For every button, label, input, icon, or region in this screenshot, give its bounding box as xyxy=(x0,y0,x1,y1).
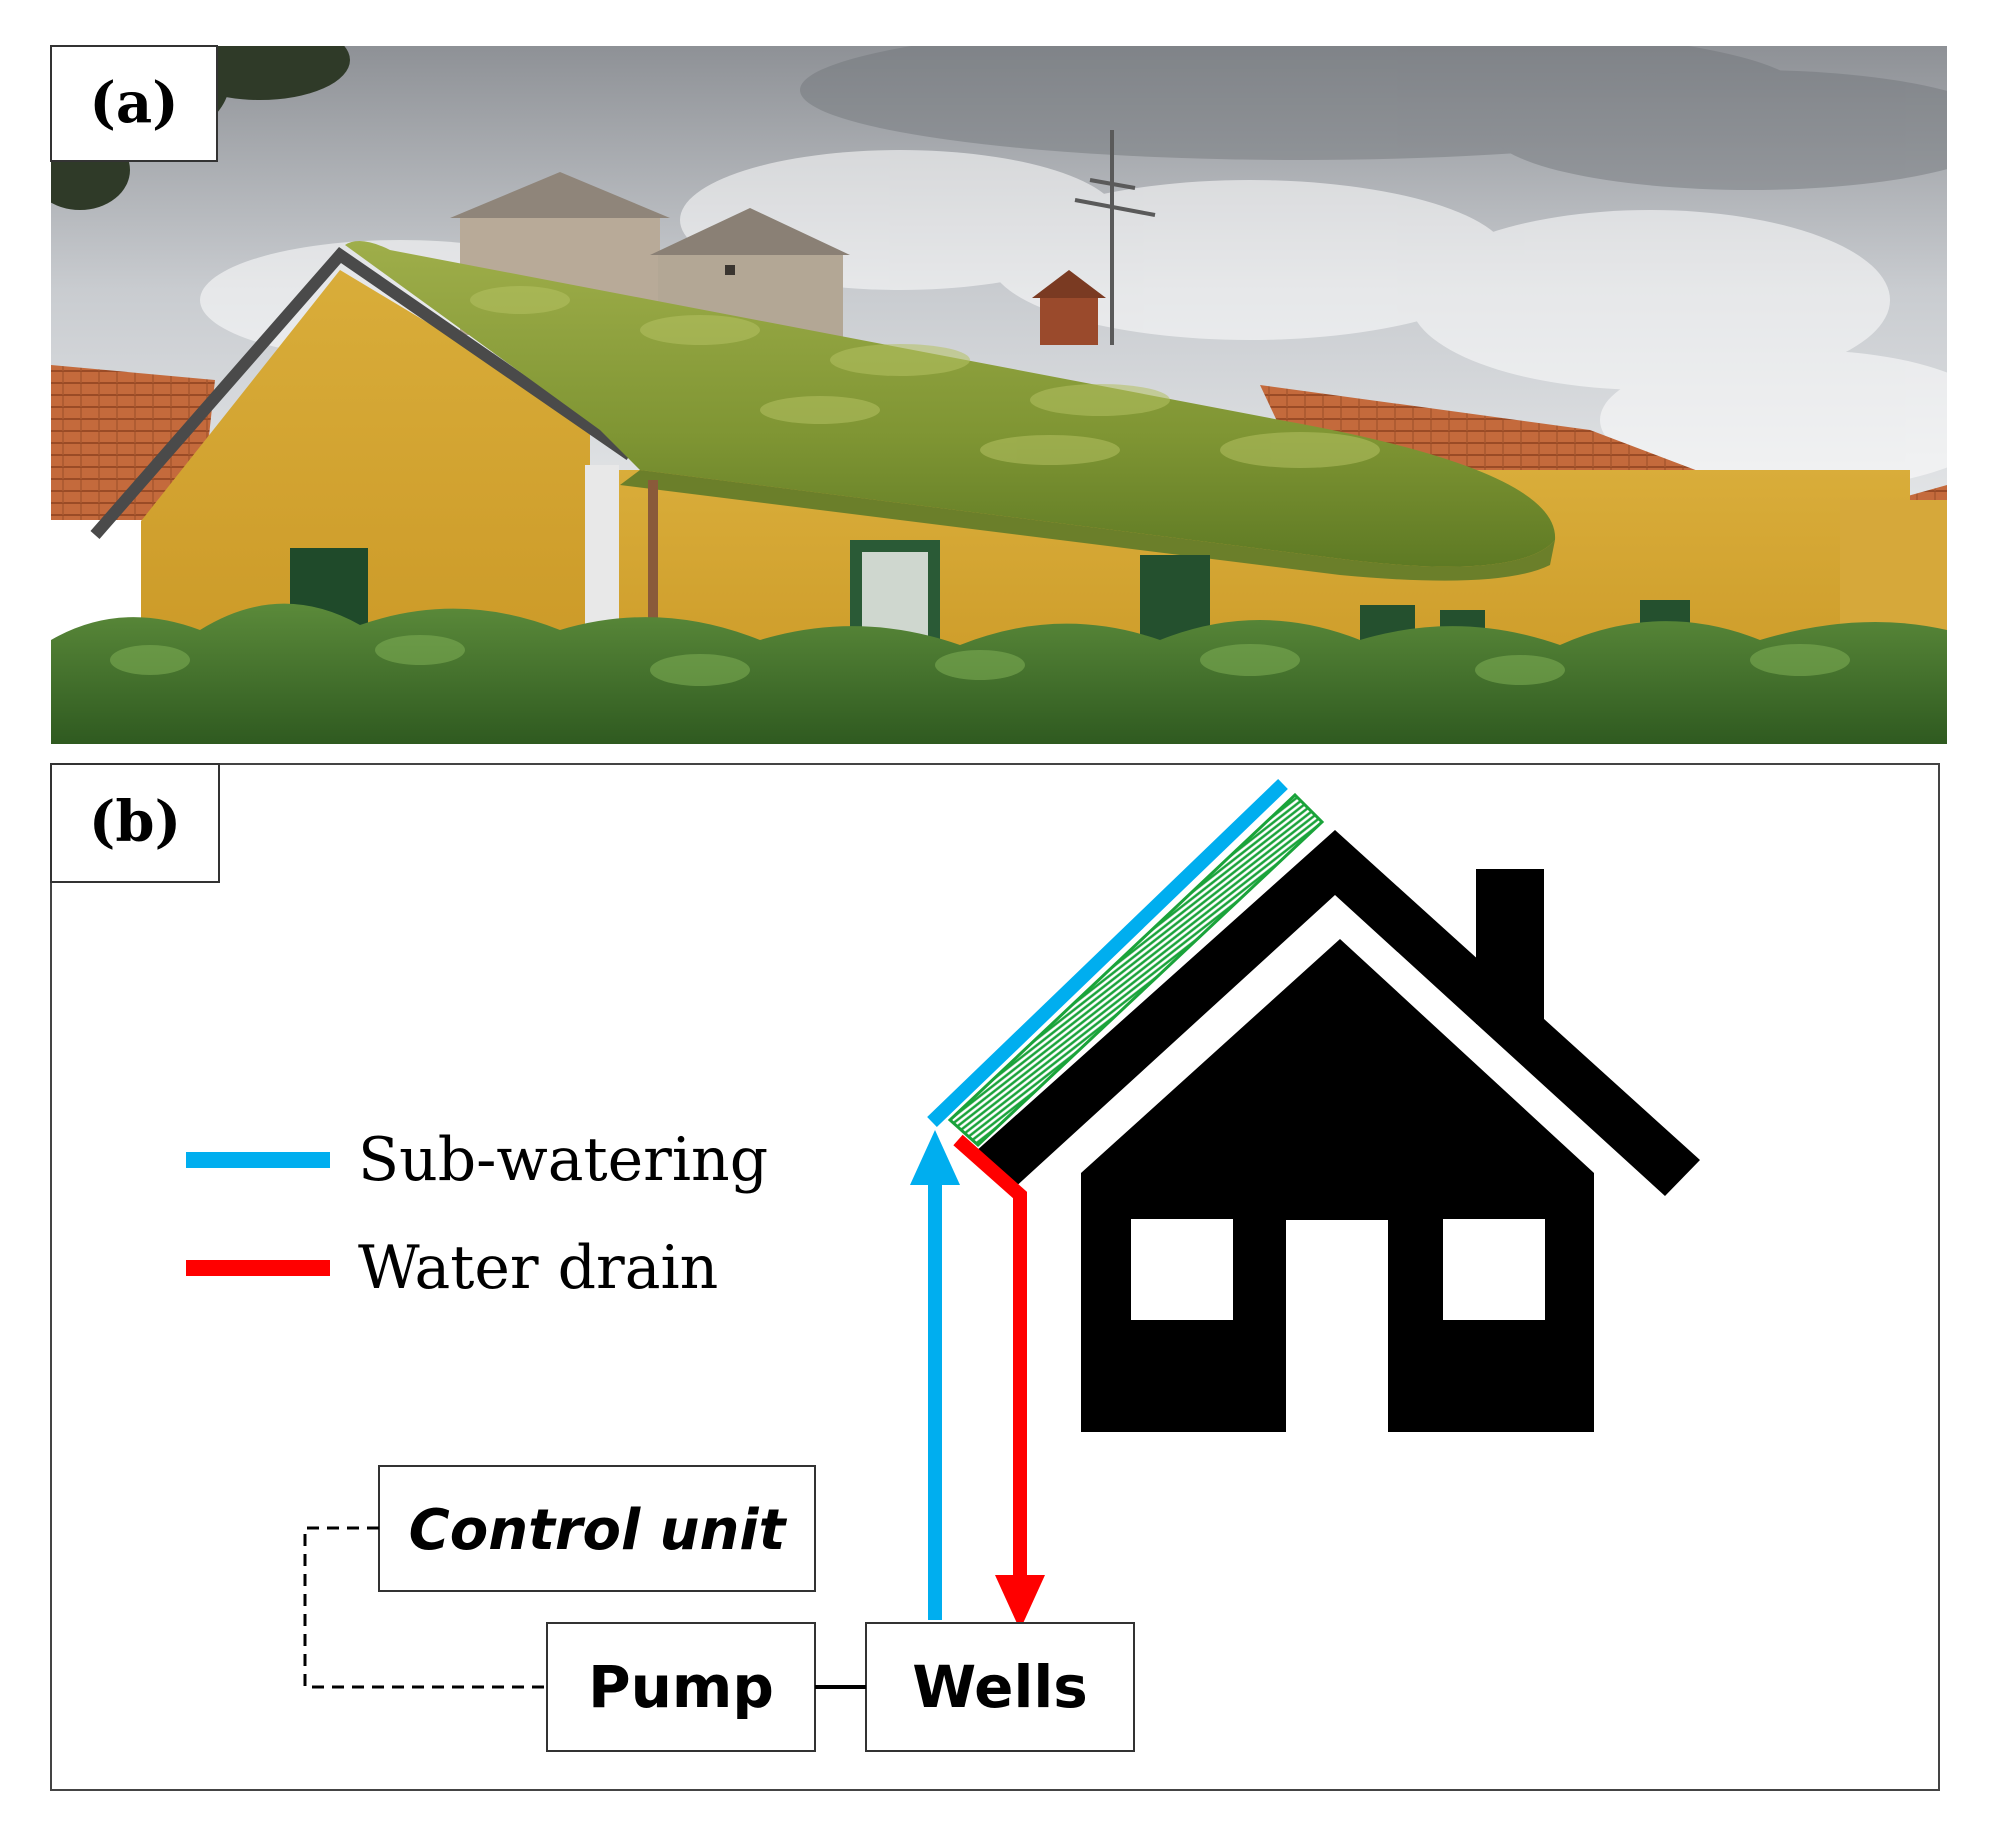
panel-a-photo xyxy=(51,46,1947,744)
grass-tufts xyxy=(470,286,1380,468)
pump-label: Pump xyxy=(588,1653,774,1721)
water-drain-line xyxy=(953,1134,1045,1630)
wells-label: Wells xyxy=(912,1653,1088,1721)
sub-watering-arrowhead xyxy=(910,1130,960,1185)
house-icon xyxy=(947,792,1700,1432)
wells-box: Wells xyxy=(865,1622,1135,1752)
legend-label-sub-watering: Sub-watering xyxy=(358,1125,768,1195)
panel-b-frame xyxy=(50,763,1940,1791)
control-unit-box: Control unit xyxy=(378,1465,816,1592)
house-roof xyxy=(975,830,1700,1196)
sub-watering-line xyxy=(910,778,1288,1620)
control-unit-label: Control unit xyxy=(409,1498,788,1563)
green-roof-layer xyxy=(947,792,1325,1148)
green-roof xyxy=(345,241,1556,567)
water-drain-pipe xyxy=(953,1134,1027,1580)
pump-box: Pump xyxy=(546,1622,816,1752)
hedge-highlights xyxy=(110,635,1850,686)
sub-watering-roof-line xyxy=(927,778,1288,1128)
green-roof-edge xyxy=(620,470,1555,581)
gable-edge xyxy=(90,247,634,539)
antenna xyxy=(1074,130,1156,345)
dark-clouds xyxy=(800,46,1947,190)
legend-label-water-drain: Water drain xyxy=(358,1233,718,1303)
panel-b-label: (b) xyxy=(89,789,181,855)
panel-a-label: (a) xyxy=(89,70,178,136)
legend: Sub-watering Water drain xyxy=(186,1125,768,1303)
water-drain-arrowhead xyxy=(995,1575,1045,1630)
house-body xyxy=(1081,939,1594,1432)
brown-downpipe xyxy=(648,480,658,680)
photo-chimney xyxy=(1032,270,1106,345)
panel-b-label-box xyxy=(50,763,220,883)
panel-a-label-box xyxy=(50,45,218,162)
